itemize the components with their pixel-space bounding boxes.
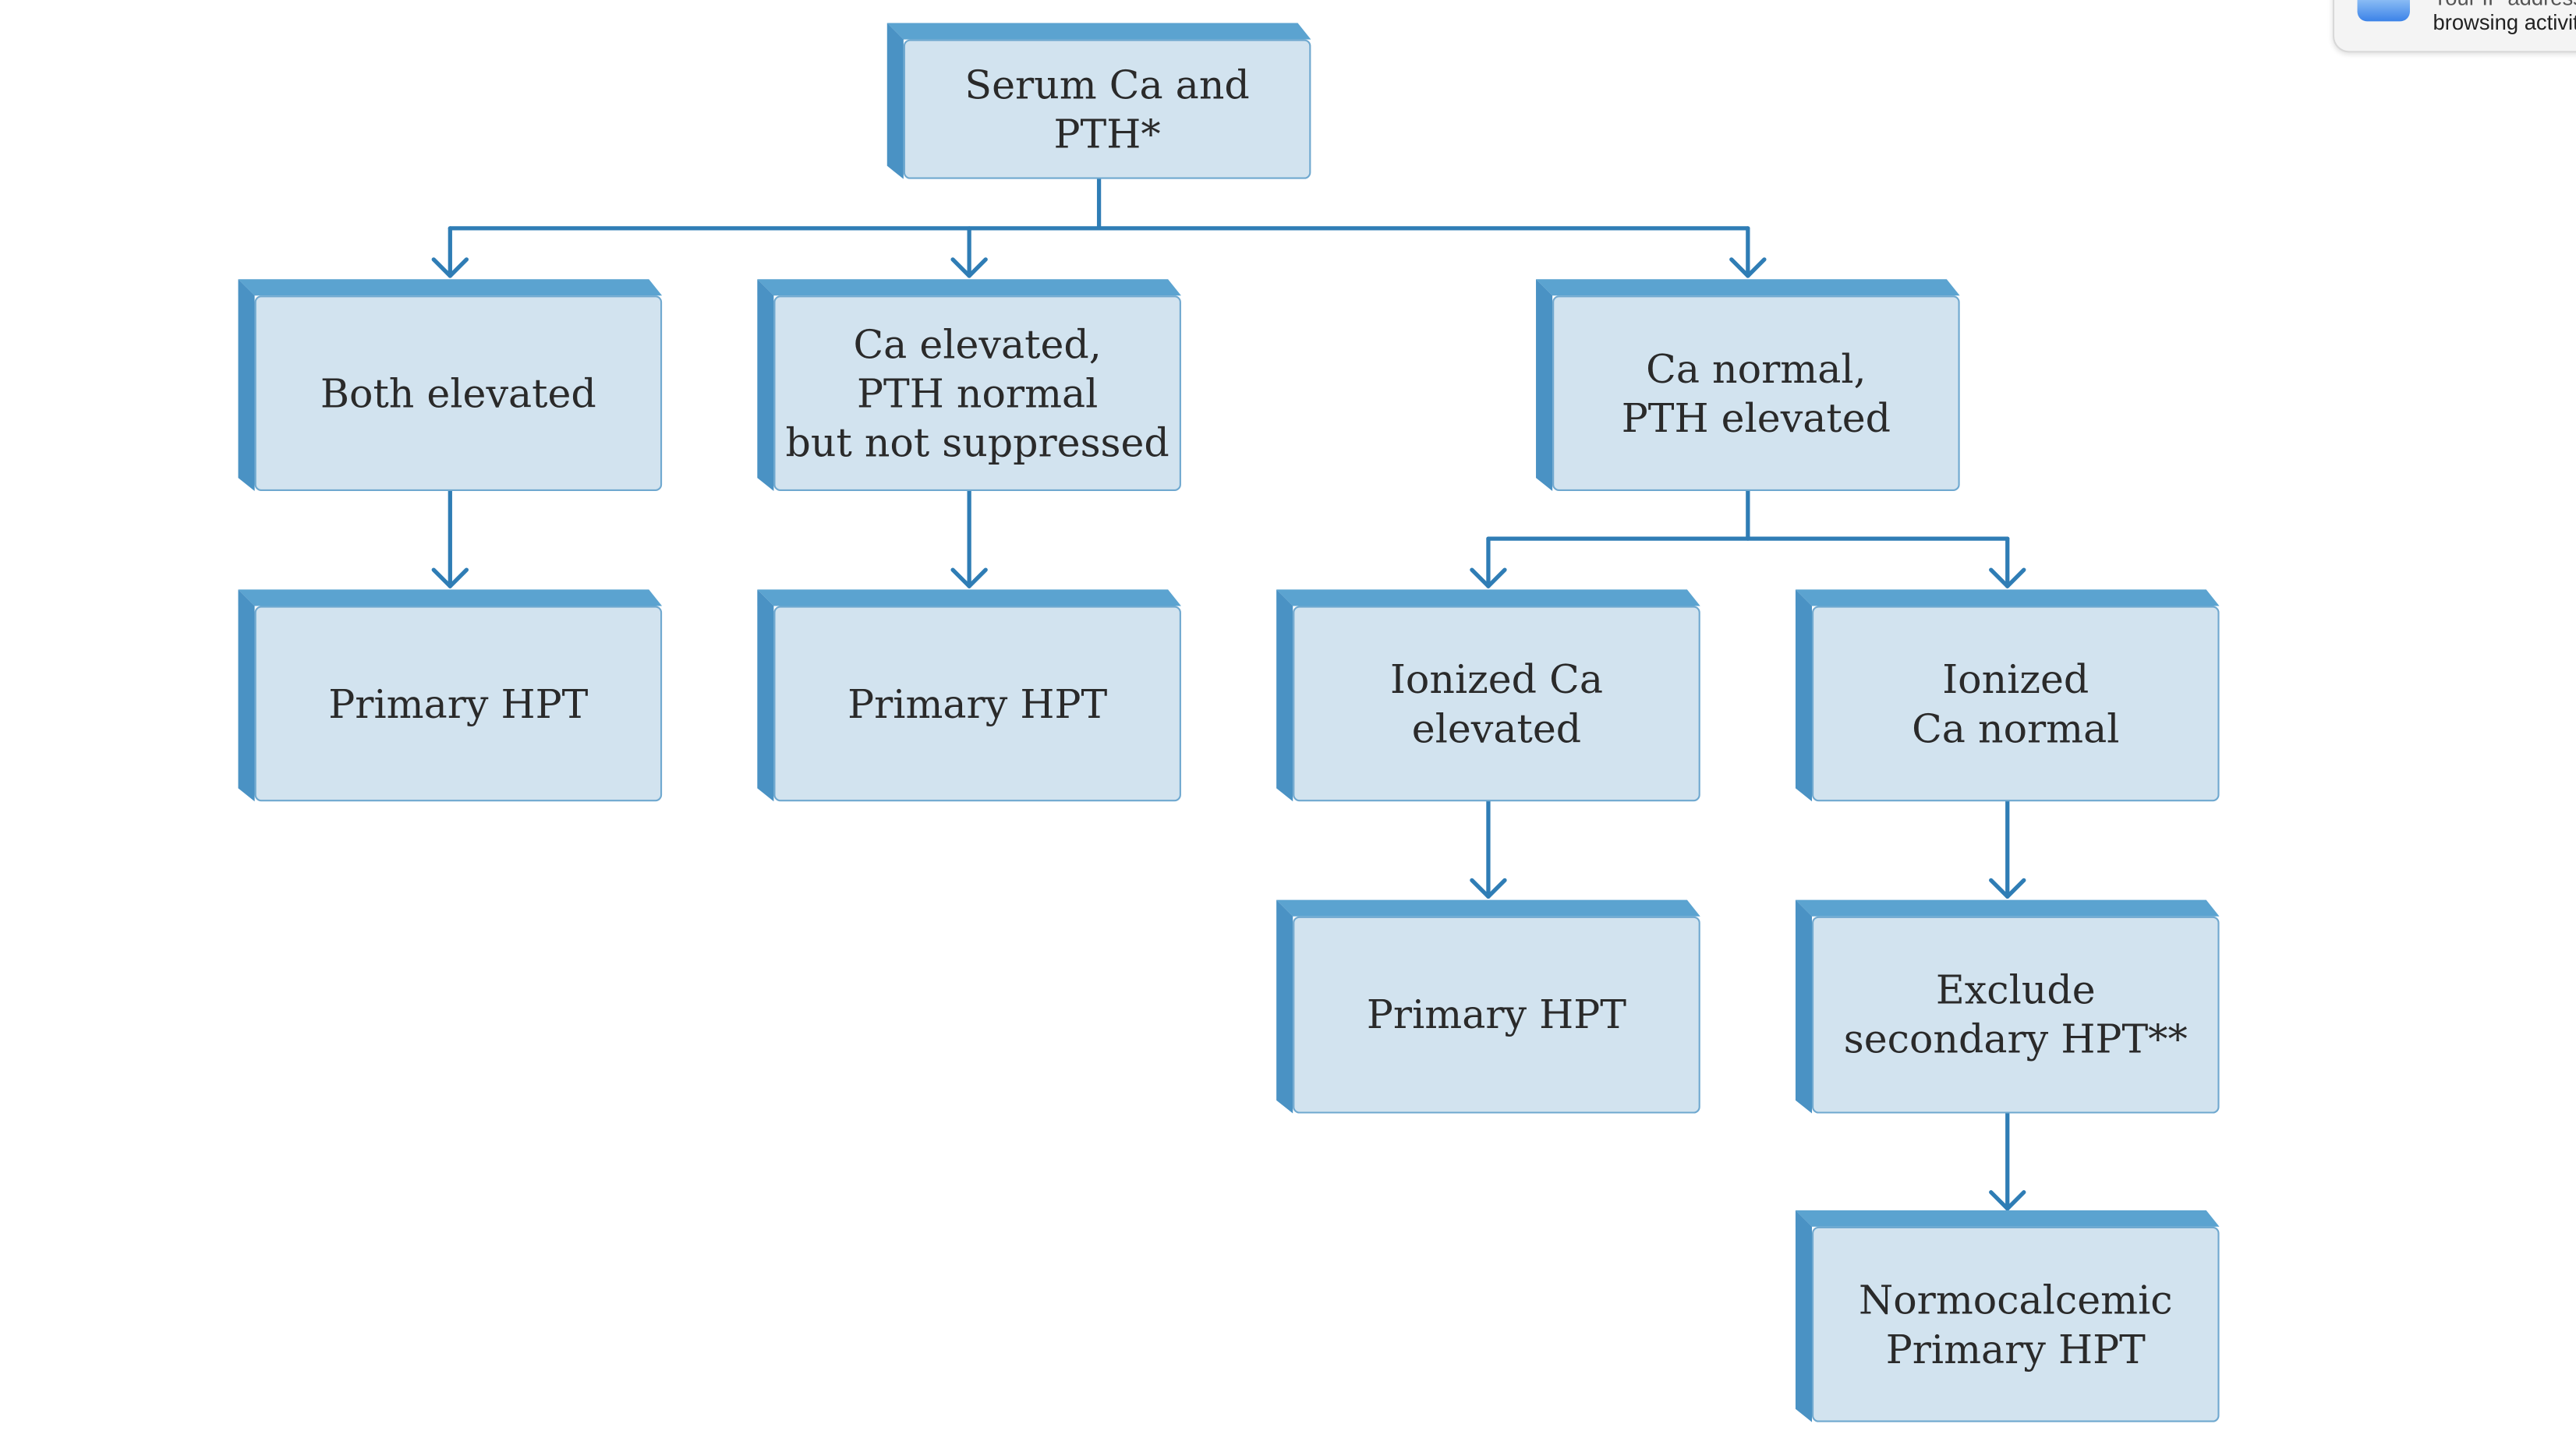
box-side-bevel <box>1276 589 1293 802</box>
box-top-bevel <box>1795 589 2220 606</box>
node-ionized-ca-elevated-label: Ionized Ca elevated <box>1293 606 1700 802</box>
box-side-bevel <box>1795 899 1813 1114</box>
arrow-to-ca-elevated <box>950 257 988 278</box>
node-serum-ca-pth: Serum Ca and PTH* <box>886 23 1311 179</box>
box-side-bevel <box>757 279 774 491</box>
box-top-bevel <box>238 589 663 606</box>
node-primary-hpt-2-label: Primary HPT <box>773 606 1181 802</box>
arrow-ca-elevated-to-primary <box>950 567 988 588</box>
notification-line-1: Your IP address <box>2433 0 2576 10</box>
box-side-bevel <box>238 589 255 802</box>
node-both-elevated: Both elevated <box>238 279 663 491</box>
node-exclude-secondary-hpt: Exclude secondary HPT** <box>1795 899 2220 1114</box>
node-ca-elevated-pth-normal: Ca elevated, PTH normal but not suppress… <box>757 279 1181 491</box>
box-top-bevel <box>1276 589 1700 606</box>
notification-line-2: browsing activity <box>2433 9 2576 35</box>
node-serum-ca-pth-label: Serum Ca and PTH* <box>903 39 1311 179</box>
box-top-bevel <box>757 279 1181 296</box>
node-primary-hpt-1-label: Primary HPT <box>254 606 663 802</box>
box-bevel <box>1795 899 2220 1114</box>
arrow-ionized-normal-to-exclude <box>1989 878 2026 899</box>
box-bevel <box>757 279 1181 491</box>
box-side-bevel <box>238 279 255 491</box>
node-ca-normal-pth-elevated: Ca normal, PTH elevated <box>1536 279 1960 491</box>
node-ca-normal-pth-elevated-label: Ca normal, PTH elevated <box>1552 295 1960 491</box>
box-top-bevel <box>238 279 663 296</box>
box-bevel <box>757 589 1181 802</box>
box-bevel <box>1536 279 1960 491</box>
box-side-bevel <box>886 23 904 179</box>
box-top-bevel <box>1276 899 1700 917</box>
arrow-both-to-primary <box>431 567 469 588</box>
node-primary-hpt-2: Primary HPT <box>757 589 1181 802</box>
box-bevel <box>886 23 1311 179</box>
box-top-bevel <box>1795 1210 2220 1227</box>
box-side-bevel <box>1536 279 1553 491</box>
box-bevel <box>1795 1210 2220 1422</box>
node-primary-hpt-1: Primary HPT <box>238 589 663 802</box>
arrow-to-ionized-elevated <box>1470 567 1507 588</box>
arrow-ionized-elevated-to-primary <box>1470 878 1507 899</box>
node-ionized-ca-normal-label: Ionized Ca normal <box>1812 606 2220 802</box>
arrow-exclude-to-normocalcemic <box>1989 1190 2026 1211</box>
node-exclude-secondary-hpt-label: Exclude secondary HPT** <box>1812 916 2220 1114</box>
box-bevel <box>1276 899 1700 1114</box>
node-both-elevated-label: Both elevated <box>254 295 663 491</box>
box-bevel <box>238 279 663 491</box>
box-top-bevel <box>757 589 1181 606</box>
notification-popup[interactable]: Your IP address browsing activity <box>2332 0 2576 53</box>
box-side-bevel <box>1276 899 1293 1114</box>
arrow-to-ionized-normal <box>1989 567 2026 588</box>
node-ionized-ca-elevated: Ionized Ca elevated <box>1276 589 1700 802</box>
arrow-to-ca-normal <box>1729 257 1767 278</box>
app-icon <box>2357 0 2410 22</box>
node-primary-hpt-3: Primary HPT <box>1276 899 1700 1114</box>
box-side-bevel <box>1795 589 1813 802</box>
box-side-bevel <box>757 589 774 802</box>
box-bevel <box>1276 589 1700 802</box>
node-normocalcemic-primary-hpt-label: Normocalcemic Primary HPT <box>1812 1226 2220 1422</box>
box-top-bevel <box>1536 279 1960 296</box>
box-bevel <box>1795 589 2220 802</box>
node-ionized-ca-normal: Ionized Ca normal <box>1795 589 2220 802</box>
node-ca-elevated-pth-normal-label: Ca elevated, PTH normal but not suppress… <box>773 295 1181 491</box>
arrow-to-both <box>431 257 469 278</box>
box-top-bevel <box>886 23 1311 40</box>
node-normocalcemic-primary-hpt: Normocalcemic Primary HPT <box>1795 1210 2220 1422</box>
box-side-bevel <box>1795 1210 1813 1422</box>
box-top-bevel <box>1795 899 2220 917</box>
box-bevel <box>238 589 663 802</box>
node-primary-hpt-3-label: Primary HPT <box>1293 916 1700 1114</box>
